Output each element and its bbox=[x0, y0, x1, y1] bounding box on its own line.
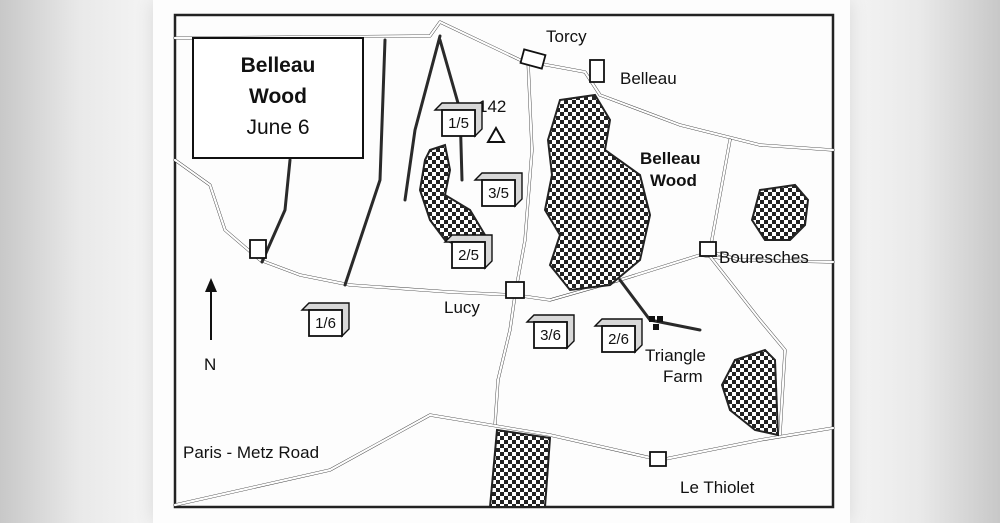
label-torcy: Torcy bbox=[546, 27, 587, 46]
north-arrow: N bbox=[204, 278, 217, 374]
label-triangle-farm-line2: Farm bbox=[663, 367, 703, 386]
label-le-thiolet: Le Thiolet bbox=[680, 478, 755, 497]
unit-counters: 1/5 3/5 2/5 1/6 3/6 2/6 bbox=[300, 102, 643, 354]
unit-label: 3/6 bbox=[540, 327, 561, 344]
unit-counter-1-5: 1/5 bbox=[433, 102, 483, 138]
village-markers bbox=[249, 48, 717, 467]
unit-counter-3-5: 3/5 bbox=[473, 172, 523, 208]
label-paris-metz-road: Paris - Metz Road bbox=[183, 443, 319, 462]
title-date: June 6 bbox=[246, 116, 309, 139]
title-line1: Belleau bbox=[241, 54, 316, 77]
label-hill-142: 142 bbox=[478, 97, 506, 116]
arrow-up-icon bbox=[205, 278, 217, 292]
north-label: N bbox=[204, 355, 216, 374]
wood-southeast bbox=[720, 348, 780, 437]
label-triangle-farm-line1: Triangle bbox=[645, 346, 706, 365]
label-belleau: Belleau bbox=[620, 69, 677, 88]
belleau-wood bbox=[543, 93, 652, 292]
label-belleau-wood-line2: Wood bbox=[650, 171, 697, 190]
wood-south bbox=[488, 428, 552, 508]
title-box: Belleau Wood June 6 bbox=[192, 37, 364, 159]
wood-east bbox=[750, 183, 810, 241]
unit-label: 1/5 bbox=[448, 115, 469, 132]
unit-label: 1/6 bbox=[315, 315, 336, 332]
road-network bbox=[173, 20, 835, 507]
unit-counter-2-6: 2/6 bbox=[593, 318, 643, 354]
label-bouresches: Bouresches bbox=[719, 248, 809, 267]
unit-label: 3/5 bbox=[488, 185, 509, 202]
unit-counter-2-5: 2/5 bbox=[443, 234, 493, 270]
label-belleau-wood-line1: Belleau bbox=[640, 149, 700, 168]
title-line2: Wood bbox=[249, 85, 307, 108]
hill-142-icon bbox=[486, 125, 506, 143]
unit-label: 2/6 bbox=[608, 331, 629, 348]
unit-counter-3-6: 3/6 bbox=[525, 314, 575, 350]
label-lucy: Lucy bbox=[444, 298, 480, 317]
woods bbox=[418, 93, 810, 508]
wood-west bbox=[418, 143, 487, 252]
unit-counter-1-6: 1/6 bbox=[300, 302, 350, 338]
unit-label: 2/5 bbox=[458, 247, 479, 264]
